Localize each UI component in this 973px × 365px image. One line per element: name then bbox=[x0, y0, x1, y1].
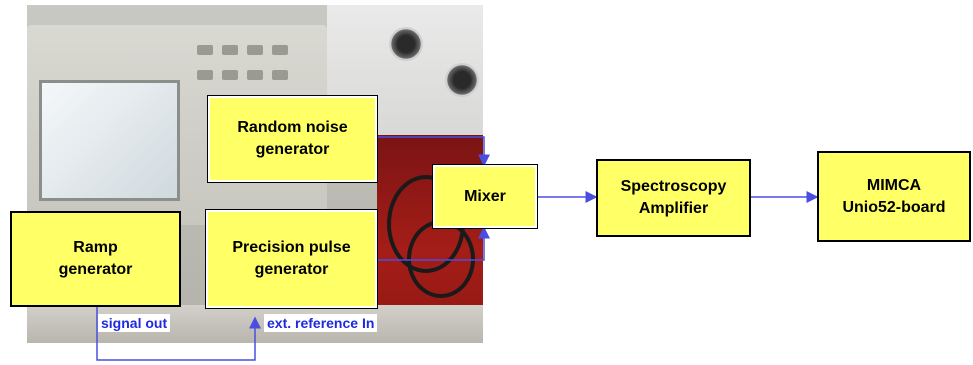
block-label: Ramp generator bbox=[58, 239, 133, 278]
label-ext-reference-in: ext. reference In bbox=[264, 314, 378, 332]
wire-noise-to-mixer bbox=[377, 136, 490, 167]
block-mimca-board: MIMCA Unio52-board bbox=[817, 151, 971, 242]
block-label: Mixer bbox=[464, 187, 506, 205]
oscilloscope bbox=[27, 25, 327, 225]
scope-knob bbox=[247, 70, 263, 80]
block-ramp-generator: Ramp generator bbox=[10, 211, 181, 307]
power-socket bbox=[445, 63, 479, 97]
scope-knob bbox=[272, 45, 288, 55]
lab-photo bbox=[27, 5, 483, 343]
wire-ramp-to-pulse bbox=[96, 305, 261, 361]
label-signal-out: signal out bbox=[98, 314, 171, 332]
block-mixer: Mixer bbox=[432, 164, 538, 229]
scope-knob bbox=[222, 70, 238, 80]
scope-knob bbox=[247, 45, 263, 55]
scope-knob bbox=[272, 70, 288, 80]
block-label: Spectroscopy Amplifier bbox=[620, 178, 727, 217]
block-spectroscopy-amplifier: Spectroscopy Amplifier bbox=[596, 159, 751, 237]
scope-knob bbox=[197, 70, 213, 80]
block-label: Precision pulse generator bbox=[232, 239, 351, 278]
block-random-noise-generator: Random noise generator bbox=[207, 95, 378, 183]
scope-knob bbox=[222, 45, 238, 55]
block-label: MIMCA Unio52-board bbox=[842, 176, 946, 216]
oscilloscope-screen bbox=[39, 80, 180, 201]
wire-pulse-to-mixer bbox=[377, 226, 490, 261]
block-label: Random noise generator bbox=[237, 119, 348, 158]
scope-knob bbox=[197, 45, 213, 55]
block-precision-pulse-generator: Precision pulse generator bbox=[205, 209, 378, 309]
power-socket bbox=[389, 27, 423, 61]
